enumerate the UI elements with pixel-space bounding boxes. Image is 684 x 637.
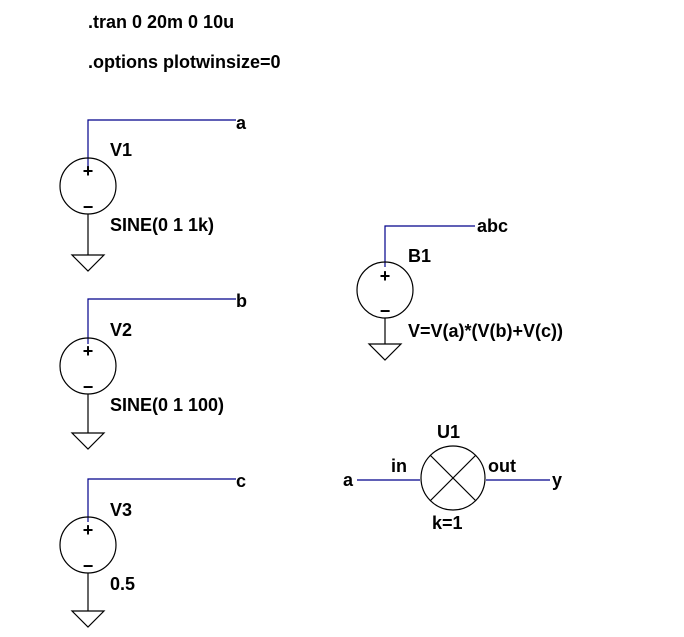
v2-minus-sign: −: [83, 377, 94, 397]
voltage-source-v1[interactable]: + − V1 SINE(0 1 1k) a: [59, 113, 247, 272]
wire-v1-a: [87, 119, 236, 167]
net-label-a: a: [236, 113, 247, 133]
v2-value-label: SINE(0 1 100): [110, 395, 224, 415]
voltage-source-v3[interactable]: + − V3 0.5 c: [59, 471, 246, 628]
directive-tran[interactable]: .tran 0 20m 0 10u: [88, 12, 234, 32]
net-label-a-input: a: [343, 470, 354, 490]
net-label-c: c: [236, 471, 246, 491]
wire-v3-c: [87, 478, 236, 522]
net-label-b: b: [236, 291, 247, 311]
net-label-abc: abc: [477, 216, 508, 236]
wire-b1-abc: [384, 225, 475, 267]
voltage-source-v2[interactable]: + − V2 SINE(0 1 100) b: [59, 291, 247, 450]
b1-expression-label: V=V(a)*(V(b)+V(c)): [408, 321, 563, 341]
net-label-y: y: [552, 470, 562, 490]
v2-ground-icon: [70, 432, 106, 450]
v1-name-label: V1: [110, 140, 132, 160]
multiplier-u1[interactable]: U1 in out k=1 a y: [343, 422, 562, 533]
v1-plus-sign: +: [83, 161, 94, 181]
behavioral-source-b1[interactable]: + − B1 V=V(a)*(V(b)+V(c)) abc: [356, 216, 563, 361]
v3-name-label: V3: [110, 500, 132, 520]
v3-minus-sign: −: [83, 556, 94, 576]
wire-v2-b: [87, 298, 236, 344]
u1-in-pin-label: in: [391, 456, 407, 476]
v1-minus-sign: −: [83, 197, 94, 217]
u1-param-label: k=1: [432, 513, 463, 533]
b1-name-label: B1: [408, 246, 431, 266]
v3-plus-sign: +: [83, 520, 94, 540]
v2-plus-sign: +: [83, 341, 94, 361]
v1-value-label: SINE(0 1 1k): [110, 215, 214, 235]
b1-plus-sign: +: [380, 266, 391, 286]
v3-ground-icon: [70, 610, 106, 628]
multiplier-x-icon: [420, 445, 486, 511]
u1-out-pin-label: out: [488, 456, 516, 476]
v2-name-label: V2: [110, 320, 132, 340]
v1-ground-icon: [70, 254, 106, 272]
directive-options[interactable]: .options plotwinsize=0: [88, 52, 281, 72]
v3-value-label: 0.5: [110, 574, 135, 594]
u1-name-label: U1: [437, 422, 460, 442]
b1-ground-icon: [367, 343, 403, 361]
b1-minus-sign: −: [380, 301, 391, 321]
